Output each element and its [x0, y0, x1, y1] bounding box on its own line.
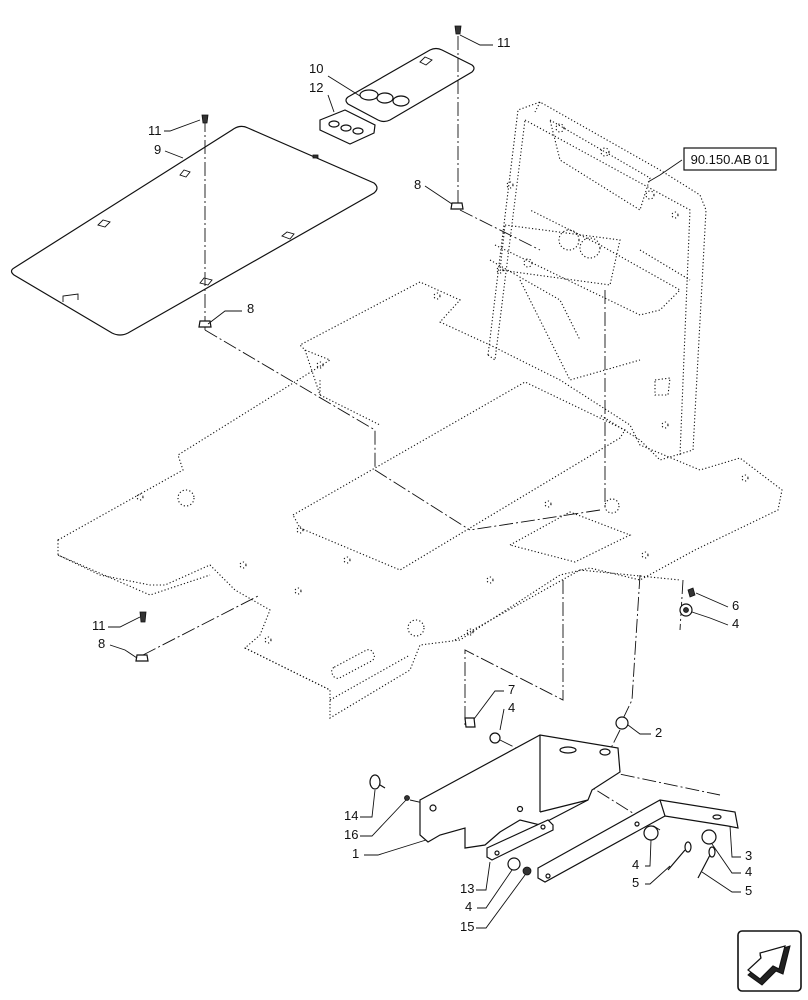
callout-c15: 15 [460, 919, 474, 934]
callout-c2: 2 [655, 725, 662, 740]
callout-c10: 10 [309, 61, 323, 76]
callout-c4a: 4 [732, 616, 739, 631]
callout-c9: 9 [154, 142, 161, 157]
callout-c6: 6 [732, 598, 739, 613]
callout-c5a: 5 [632, 875, 639, 890]
callout-c7: 7 [508, 682, 515, 697]
callout-c11c: 11 [92, 618, 106, 633]
callout-c4c: 4 [632, 857, 639, 872]
callout-c4d: 4 [745, 864, 752, 879]
callout-c11a: 11 [497, 35, 511, 50]
callout-c4e: 4 [465, 899, 472, 914]
reference-box-label: 90.150.AB 01 [691, 152, 770, 167]
mounting-bracket [419, 734, 621, 849]
callout-c12: 12 [309, 80, 323, 95]
callout-c8c: 8 [98, 636, 105, 651]
callout-c3: 3 [745, 848, 752, 863]
floor-plate [57, 281, 783, 719]
callout-c13: 13 [460, 881, 474, 896]
reference-box[interactable]: 90.150.AB 01 [683, 147, 777, 171]
callout-c1: 1 [352, 846, 359, 861]
small-cover-plate [345, 47, 475, 123]
hardware [135, 25, 717, 879]
callout-c11b: 11 [148, 123, 162, 138]
callout-c8a: 8 [414, 177, 421, 192]
callout-c8b: 8 [247, 301, 254, 316]
arrow-navigation-icon[interactable] [737, 930, 802, 992]
callout-c14: 14 [344, 808, 358, 823]
gasket-block [319, 109, 376, 145]
rear-upright-panel [487, 101, 707, 461]
leader-lines [108, 34, 741, 929]
callout-c16: 16 [344, 827, 358, 842]
callout-c4b: 4 [508, 700, 515, 715]
support-bar [537, 799, 739, 883]
top-cover-panel [10, 125, 378, 336]
callout-c5b: 5 [745, 883, 752, 898]
clamp-strap [486, 819, 554, 861]
